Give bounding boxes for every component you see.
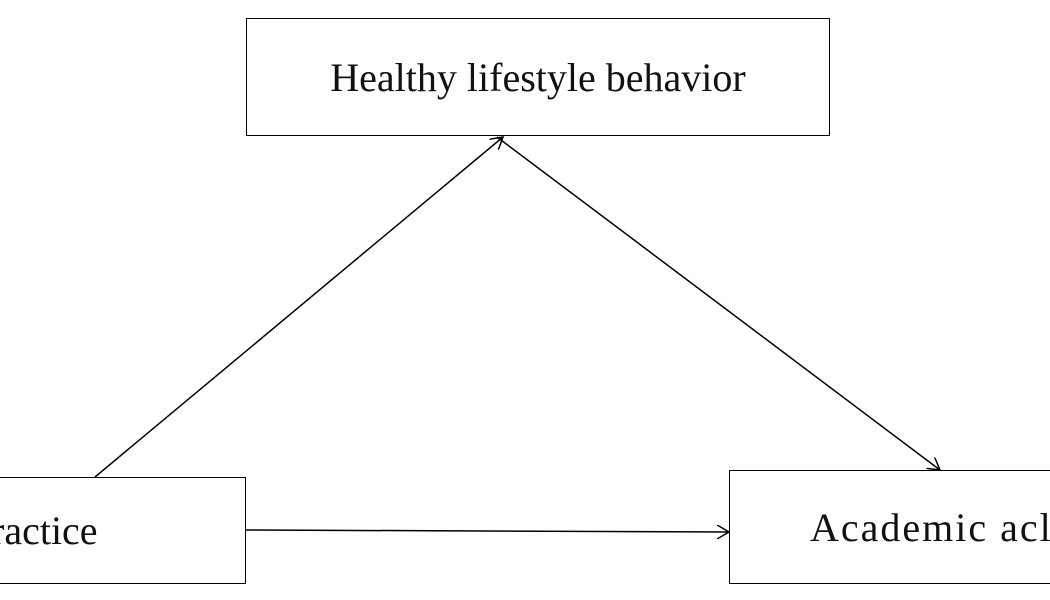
mediator-label: Healthy lifestyle behavior	[330, 54, 746, 100]
mediator-box: Healthy lifestyle behavior	[246, 18, 830, 136]
edge-predictor-to-mediator	[94, 137, 503, 478]
edge-mediator-to-outcome	[496, 136, 940, 470]
outcome-box: Academic acl	[729, 470, 1050, 584]
predictor-box: practice	[0, 477, 246, 584]
predictor-label: practice	[0, 508, 98, 553]
outcome-label: Academic acl	[810, 504, 1050, 550]
edge-predictor-to-outcome	[245, 530, 729, 532]
